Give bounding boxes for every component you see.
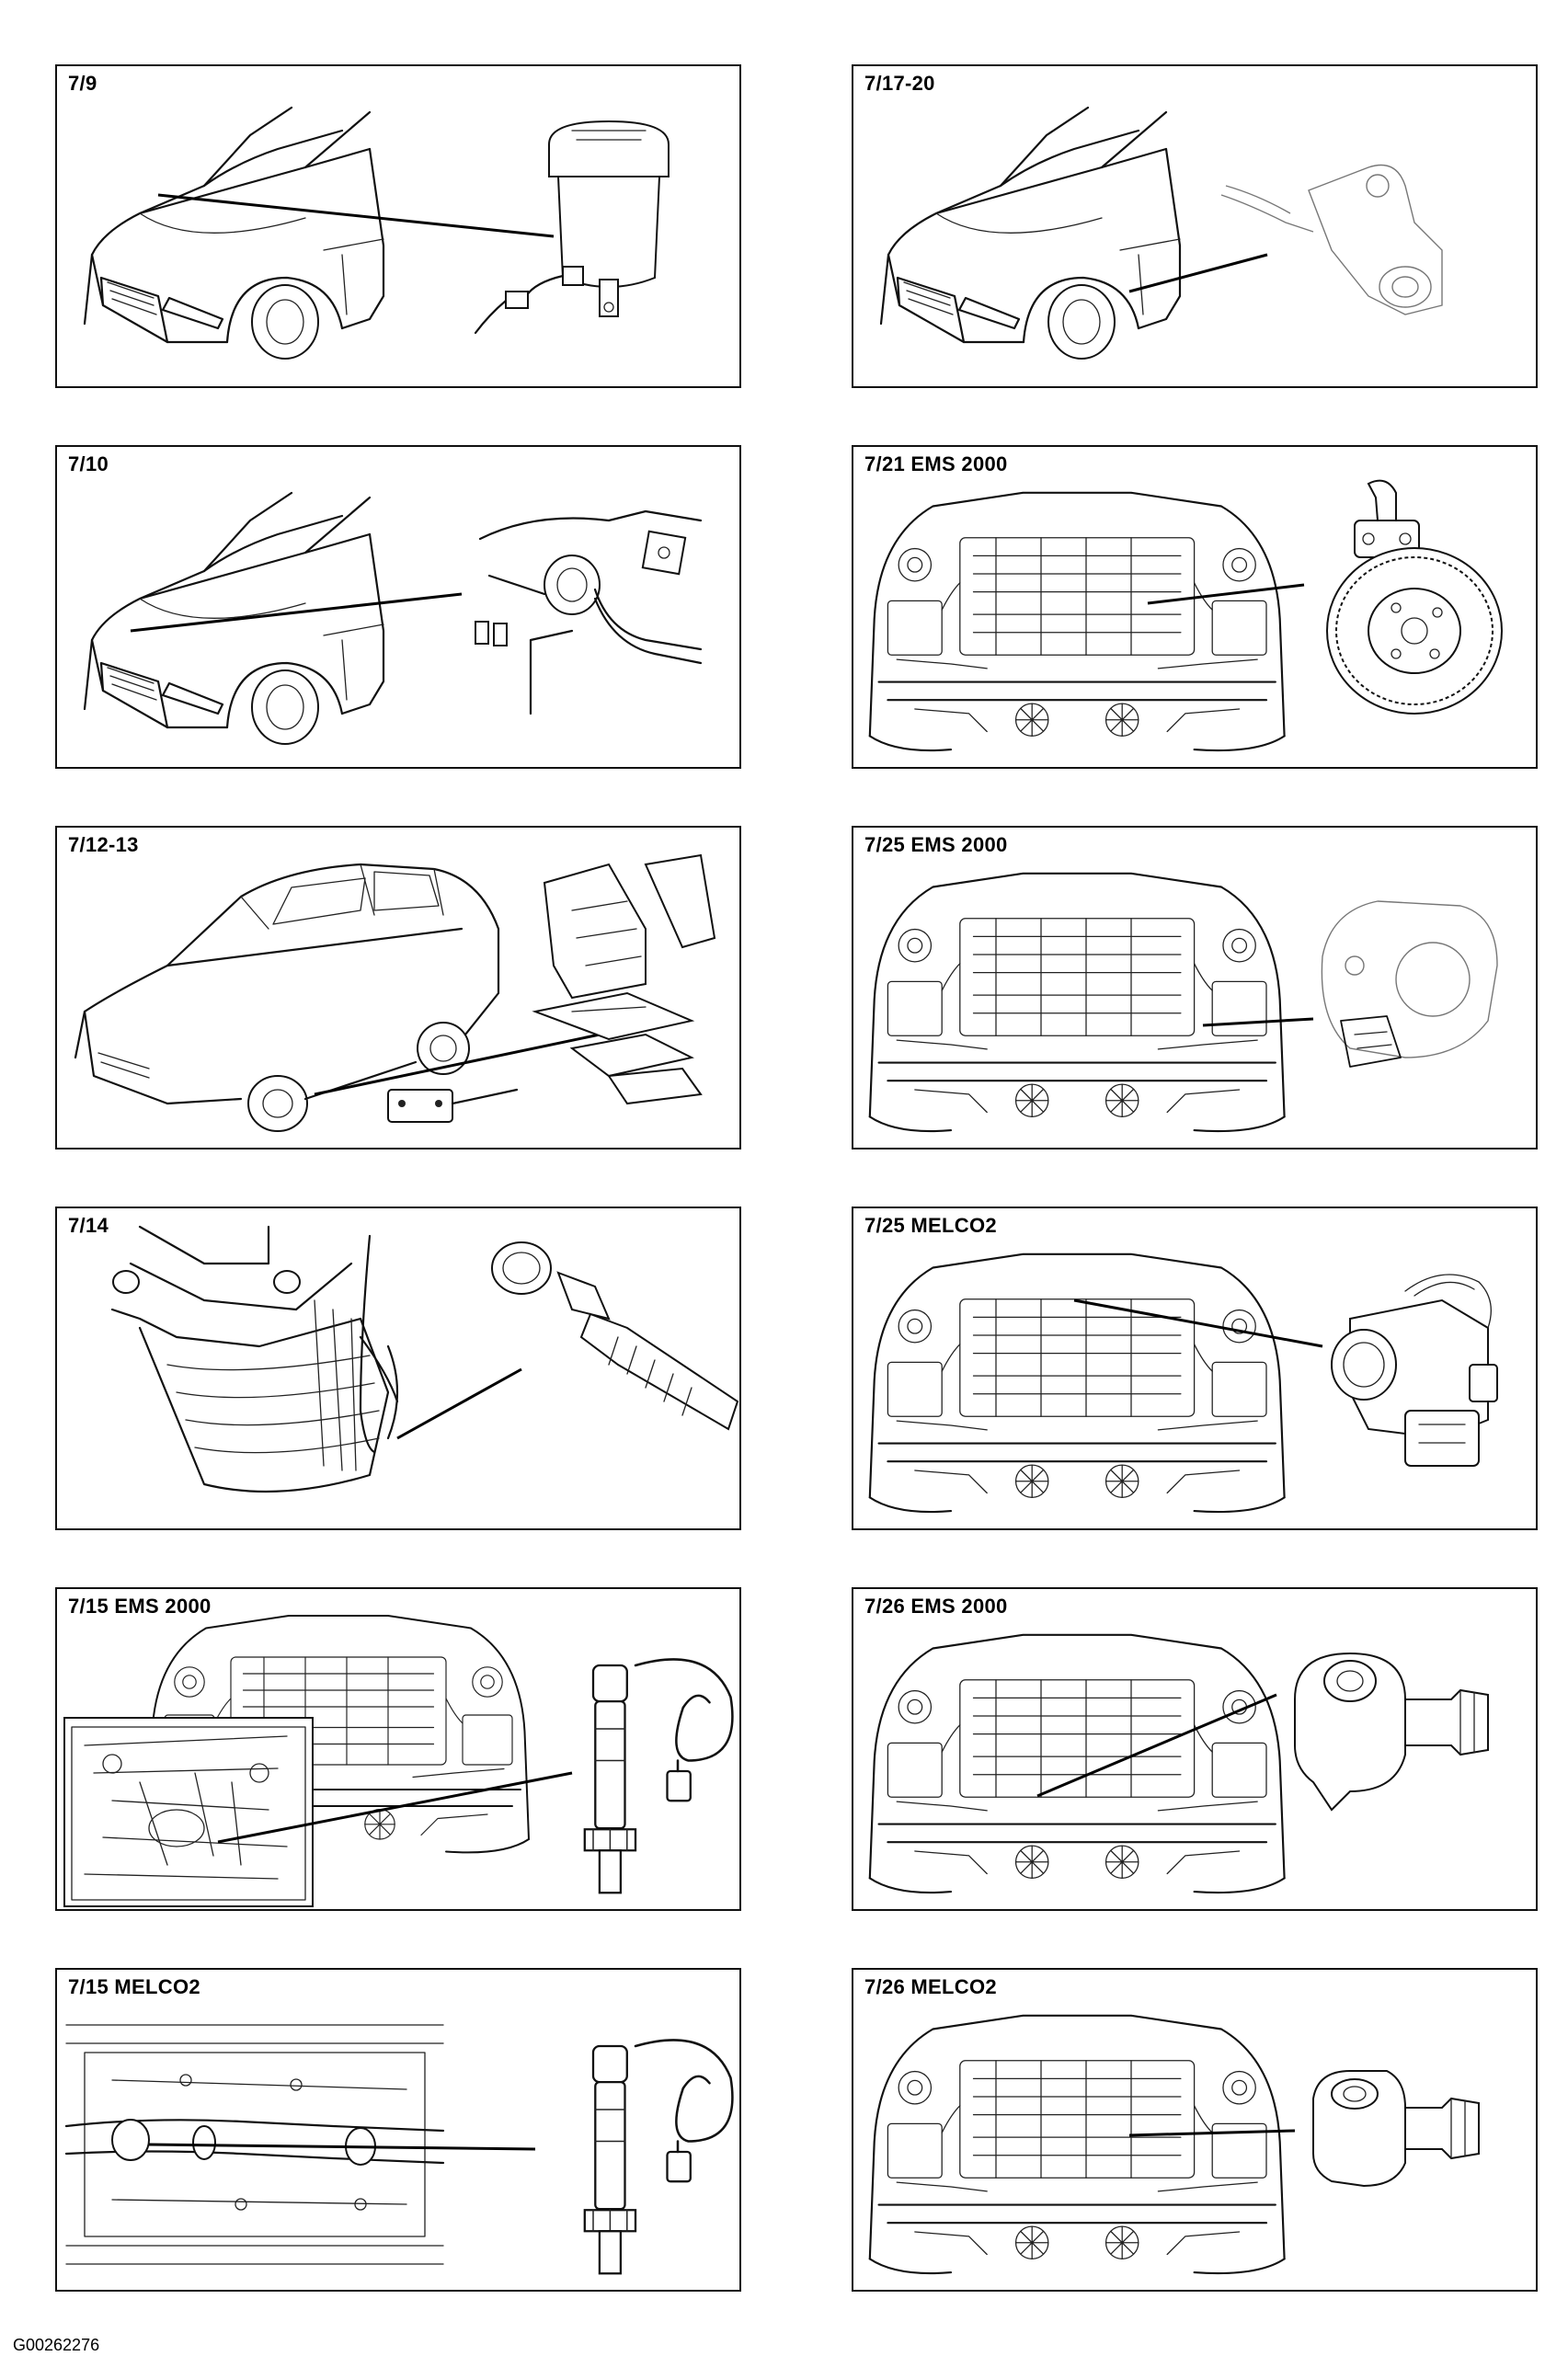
panel-label: 7/14: [68, 1214, 109, 1237]
panel-7-15-ems-2000: 7/15 EMS 2000: [55, 1587, 741, 1911]
panel-7-12-13: 7/12-13: [55, 826, 741, 1149]
panel-label: 7/15 MELCO2: [68, 1975, 200, 1998]
engine-bay-camshaft-sensor-illustration: [868, 479, 1503, 752]
engine-bay-throttle-position-sensor-illustration: [868, 872, 1498, 1133]
engine-bay-oxygen-sensor-illustration: [63, 1615, 734, 1907]
engine-bay-knock-sensor-illustration: [868, 1633, 1489, 1894]
electrical-connector-icon: [475, 509, 703, 715]
underbody-oxygen-sensor-illustration: [64, 2024, 734, 2275]
car-with-reservoir-illustration: [83, 106, 670, 360]
oxygen-sensor-icon: [491, 1241, 739, 1431]
car-with-seat-sensor-illustration: [74, 853, 716, 1132]
panel-label: 7/21 EMS 2000: [864, 452, 1008, 475]
panel-label: 7/9: [68, 72, 97, 95]
panel-7-25-ems-2000: 7/25 EMS 2000: [852, 826, 1538, 1149]
engine-bay-knock-sensor-melco-illustration: [868, 2014, 1480, 2275]
exhaust-oxygen-sensor-illustration: [110, 1225, 739, 1493]
oxygen-sensor-icon: [583, 2039, 734, 2275]
throttle-body-icon: [1331, 1274, 1498, 1467]
panel-7-26-ems-2000: 7/26 EMS 2000: [852, 1587, 1538, 1911]
panel-label: 7/17-20: [864, 72, 935, 95]
panel-label: 7/10: [68, 452, 109, 475]
panel-label: 7/26 EMS 2000: [864, 1595, 1008, 1618]
sedan-side-view: [74, 863, 500, 1132]
fluid-reservoir-icon: [474, 120, 670, 335]
car-with-speed-sensor-illustration: [879, 106, 1443, 360]
catalytic-converter-icon: [110, 1225, 399, 1493]
panel-label: 7/25 MELCO2: [864, 1214, 997, 1237]
panel-7-21-ems-2000: 7/21 EMS 2000: [852, 445, 1538, 769]
panel-7-25-melco2: 7/25 MELCO2: [852, 1207, 1538, 1530]
panel-7-17-20: 7/17-20: [852, 64, 1538, 388]
panel-label: 7/15 EMS 2000: [68, 1595, 212, 1618]
underbody-exhaust-icon: [64, 2024, 445, 2265]
car-with-connector-illustration: [83, 491, 703, 746]
panel-label: 7/25 EMS 2000: [864, 833, 1008, 856]
figure-code: G00262276: [13, 2336, 100, 2354]
engine-bay-throttle-body-illustration: [868, 1252, 1498, 1514]
panel-7-26-melco2: 7/26 MELCO2: [852, 1968, 1538, 2292]
panel-label: 7/26 MELCO2: [864, 1975, 997, 1998]
camshaft-sensor-gear-icon: [1326, 479, 1503, 715]
wheel-speed-sensor-icon: [1220, 164, 1443, 315]
panel-7-9: 7/9: [55, 64, 741, 388]
oxygen-sensor-icon: [583, 1658, 734, 1894]
inset-detail-box: [63, 1717, 314, 1907]
panel-7-15-melco2: 7/15 MELCO2: [55, 1968, 741, 2292]
panel-7-10: 7/10: [55, 445, 741, 769]
panel-label: 7/12-13: [68, 833, 139, 856]
seat-components-icon: [387, 853, 716, 1123]
panel-7-14: 7/14: [55, 1207, 741, 1530]
knock-sensor-icon: [1312, 2070, 1480, 2188]
throttle-position-sensor-icon: [1321, 900, 1498, 1068]
knock-sensor-icon: [1294, 1652, 1489, 1812]
